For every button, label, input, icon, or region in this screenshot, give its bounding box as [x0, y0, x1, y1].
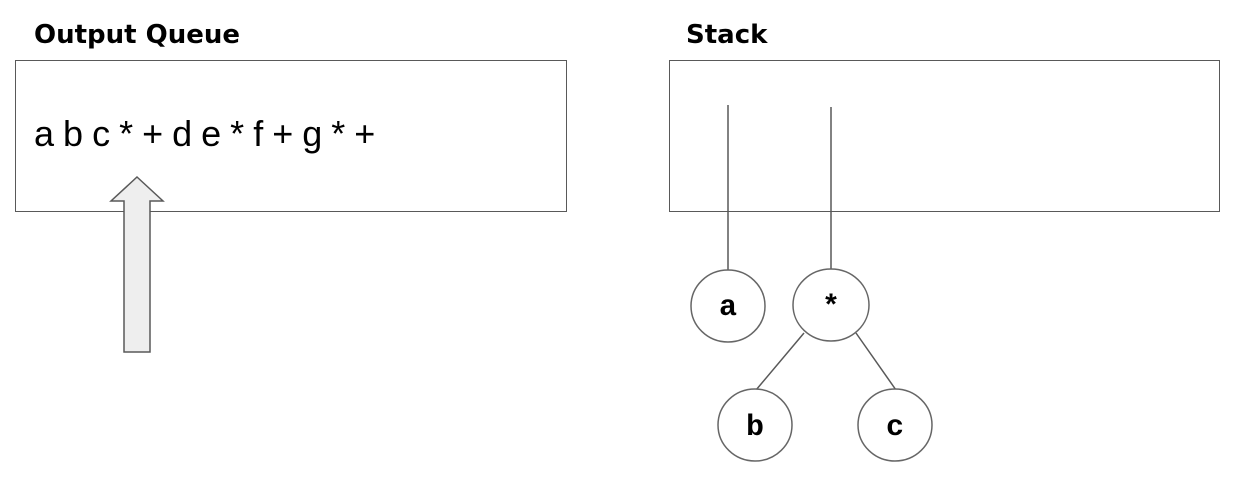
queue-token: * — [331, 113, 346, 154]
tree-node: b — [717, 388, 793, 462]
stack-box — [669, 60, 1220, 212]
queue-token: * — [230, 113, 245, 154]
queue-token: a — [34, 113, 55, 154]
queue-token: f — [253, 113, 264, 154]
tree-node: c — [857, 388, 933, 462]
queue-token: * — [119, 113, 134, 154]
node-label: * — [822, 291, 840, 325]
output-queue-title: Output Queue — [34, 20, 241, 50]
node-label: b — [746, 411, 764, 445]
tree-node: a — [690, 269, 766, 343]
output-queue-box: a b c * + d e * f + g * + — [15, 60, 567, 212]
queue-token: g — [302, 113, 323, 154]
tree-edge — [855, 332, 897, 391]
queue-token: + — [272, 113, 294, 154]
tree-node: * — [792, 268, 870, 342]
node-label: a — [719, 291, 737, 325]
queue-token: d — [172, 113, 193, 154]
tree-edge — [755, 332, 805, 391]
stack-title: Stack — [686, 20, 768, 50]
queue-token: + — [354, 113, 376, 154]
queue-token: b — [63, 113, 84, 154]
queue-token: + — [142, 113, 164, 154]
queue-token: c — [92, 113, 111, 154]
queue-token: e — [201, 113, 222, 154]
output-queue-tokens: a b c * + d e * f + g * + — [34, 116, 384, 152]
node-label: c — [886, 411, 904, 445]
